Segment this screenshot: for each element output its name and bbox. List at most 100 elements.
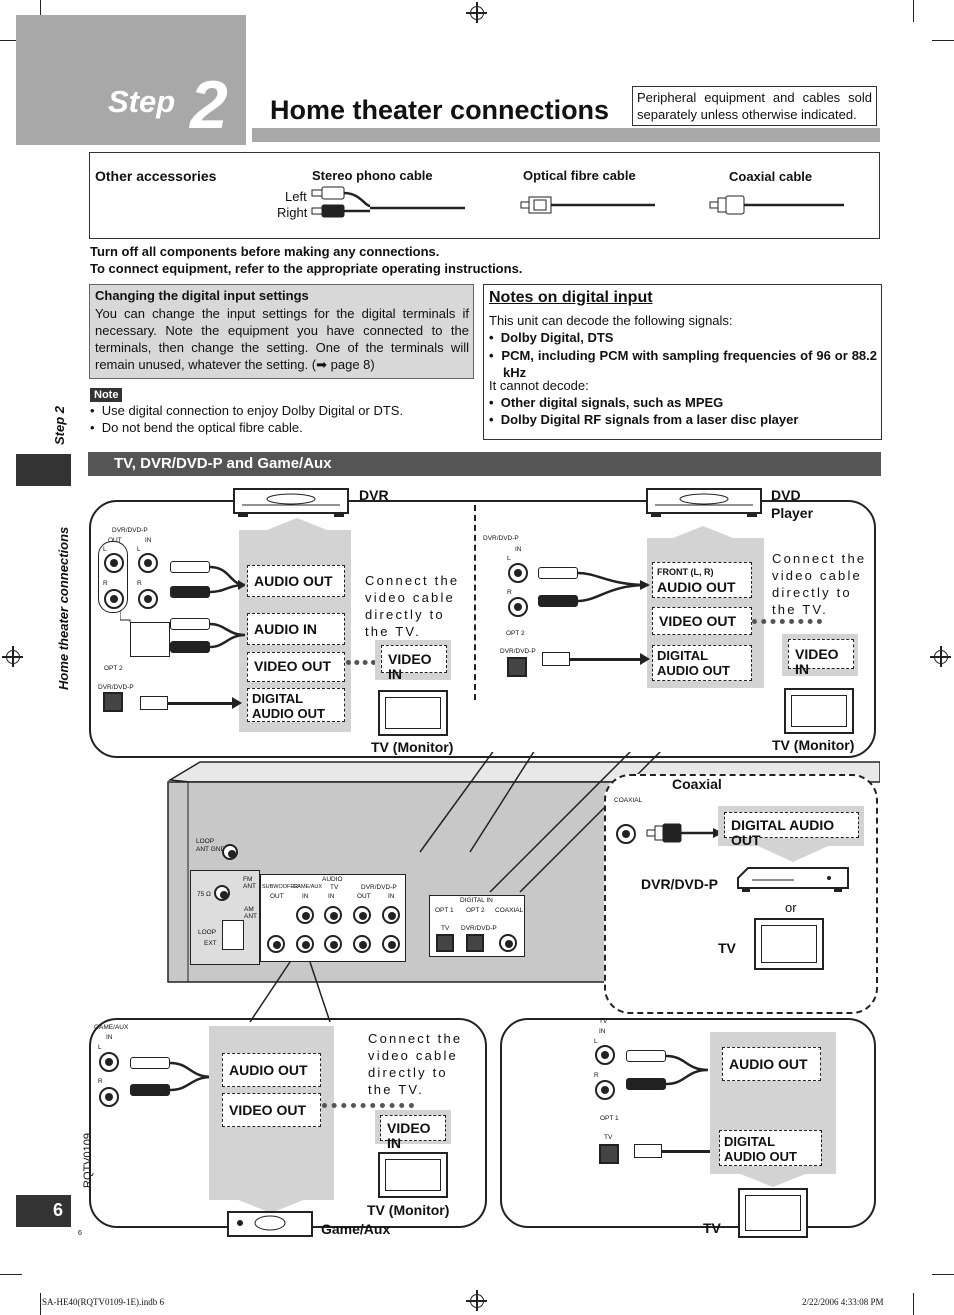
tv-jack-label: TV	[330, 884, 339, 891]
note-item: • Do not bend the optical fibre cable.	[90, 420, 303, 435]
dvr-video-in: VIDEO IN	[381, 645, 447, 682]
rca-jack-icon	[324, 935, 342, 953]
decode-item: • Dolby Digital, DTS	[489, 330, 614, 345]
rca-jack-icon	[296, 935, 314, 953]
sidebar-tab	[16, 454, 71, 486]
rca-jack-icon	[324, 906, 342, 924]
decode-item: • PCM, including PCM with sampling frequ…	[489, 348, 878, 380]
peripheral-note: Peripheral equipment and cables sold sep…	[632, 86, 877, 126]
optical-jack-icon	[466, 934, 484, 952]
coaxial-panel-title: Coaxial	[672, 776, 722, 792]
opt2-label: OPT 2	[104, 665, 123, 672]
rca-plug-red-icon	[626, 1078, 666, 1090]
crop-mark	[913, 0, 914, 22]
jack-group-outline	[98, 541, 128, 613]
rca-jack-icon	[104, 553, 124, 573]
opt2-device-label: DVR/DVD-P	[461, 925, 497, 932]
coaxial-jack-icon	[499, 934, 517, 952]
rca-plug-white-icon	[538, 567, 578, 579]
opt-device-label: DVR/DVD-P	[500, 648, 536, 655]
rca-plug-red-icon	[538, 595, 578, 607]
instruction-line: Turn off all components before making an…	[90, 244, 440, 259]
rca-jack-icon	[595, 1080, 615, 1100]
dvr-in-label: IN	[388, 893, 395, 900]
rca-jack-icon	[296, 906, 314, 924]
dvd-audio-wires	[578, 571, 650, 603]
opt2-label: OPT 2	[506, 630, 525, 637]
rca-jack-icon	[104, 589, 124, 609]
fm-ant-label: FM ANT	[243, 876, 256, 890]
rca-plug-white-icon	[626, 1050, 666, 1062]
dotted-video-link	[322, 1103, 414, 1108]
jack-title: GAME/AUX	[94, 1024, 129, 1031]
optical-wire	[570, 658, 644, 661]
dvr-digital-audio-out: DIGITAL AUDIO OUT	[247, 688, 345, 722]
triangle-pointer	[758, 846, 828, 862]
note-item-text: Do not bend the optical fibre cable.	[101, 420, 303, 435]
coaxial-jack-label: COAXIAL	[495, 907, 524, 914]
dotted-video-link	[346, 660, 376, 665]
footer-small-number: 6	[78, 1230, 82, 1237]
opt-device-label: DVR/DVD-P	[98, 684, 134, 691]
note-badge: Note	[90, 388, 123, 402]
page-title: Home theater connections	[270, 95, 610, 125]
panel-divider	[474, 505, 476, 700]
crop-mark	[0, 1274, 22, 1275]
game-aux-label: GAME/AUX	[293, 884, 323, 890]
dvd-video-in: VIDEO IN	[788, 639, 854, 677]
rca-plug-red-icon	[170, 586, 210, 598]
rca-jack-icon	[508, 597, 528, 617]
coaxial-device-label: DVR/DVD-P	[641, 876, 719, 892]
rca-plug-red-icon	[130, 1084, 170, 1096]
jack-r: R	[594, 1072, 599, 1079]
crop-mark	[40, 0, 41, 22]
coaxial-cable-icon	[709, 195, 844, 215]
sub-out-label: OUT	[270, 893, 284, 900]
jack-l: L	[594, 1038, 598, 1045]
rca-plug-white-icon	[170, 561, 210, 573]
cannot-item: • Dolby Digital RF signals from a laser …	[489, 412, 799, 427]
rca-jack-icon	[382, 935, 400, 953]
triangle-pointer	[668, 526, 738, 540]
tv-in-label: IN	[328, 893, 335, 900]
rca-plug-red-icon	[170, 641, 210, 653]
footer-file: SA-HE40(RQTV0109-1E).indb 6	[42, 1297, 164, 1307]
crop-mark	[932, 1274, 954, 1275]
instruction-line: To connect equipment, refer to the appro…	[90, 261, 523, 276]
decode-item-text: Dolby Digital, DTS	[500, 330, 614, 345]
dvr-tv-label: TV (Monitor)	[371, 739, 454, 755]
dvd-audio-out-box: FRONT (L, R) AUDIO OUT	[652, 562, 752, 598]
optical-plug-icon	[140, 696, 168, 710]
dvd-player-icon	[737, 867, 849, 892]
game-audio-wires	[170, 1061, 213, 1092]
rca-jack-icon	[595, 1045, 615, 1065]
dotted-video-link	[752, 619, 822, 624]
loop-label: LOOP	[198, 929, 217, 936]
coaxial-jack-icon	[616, 824, 636, 844]
rca-jack-icon	[353, 906, 371, 924]
subwoofer-jack-icon	[267, 935, 285, 953]
ground-terminal-icon	[222, 844, 238, 860]
triangle-pointer	[236, 1199, 306, 1213]
tv-panel-frame	[500, 1018, 876, 1228]
game-video-out: VIDEO OUT	[222, 1093, 321, 1127]
front-label: FRONT (L, R)	[657, 567, 714, 577]
cannot-item-text: Dolby Digital RF signals from a laser di…	[500, 412, 799, 427]
tv-monitor-icon	[378, 690, 448, 736]
note-item-text: Use digital connection to enjoy Dolby Di…	[101, 403, 404, 418]
jack-r: R	[98, 1078, 103, 1085]
arrow-icon	[640, 653, 650, 665]
jack-in: IN	[145, 537, 152, 544]
jack-title: TV	[599, 1018, 608, 1025]
game-in-label: IN	[302, 893, 309, 900]
optical-jack-icon	[507, 657, 527, 677]
game-connect-note: Connect the video cable directly to the …	[368, 1031, 463, 1097]
digital-settings-body: You can change the input settings for th…	[95, 306, 469, 372]
dvr-label: DVR	[359, 487, 389, 503]
dvd-connect-note: Connect the video cable directly to the …	[772, 551, 867, 617]
coaxial-digital-audio-out: DIGITAL AUDIO OUT	[724, 812, 859, 848]
jack-title: DVR/DVD-P	[112, 527, 148, 534]
game-audio-out: AUDIO OUT	[222, 1053, 321, 1087]
accessories-heading: Other accessories	[95, 168, 217, 184]
audio-label: AUDIO	[322, 876, 343, 883]
